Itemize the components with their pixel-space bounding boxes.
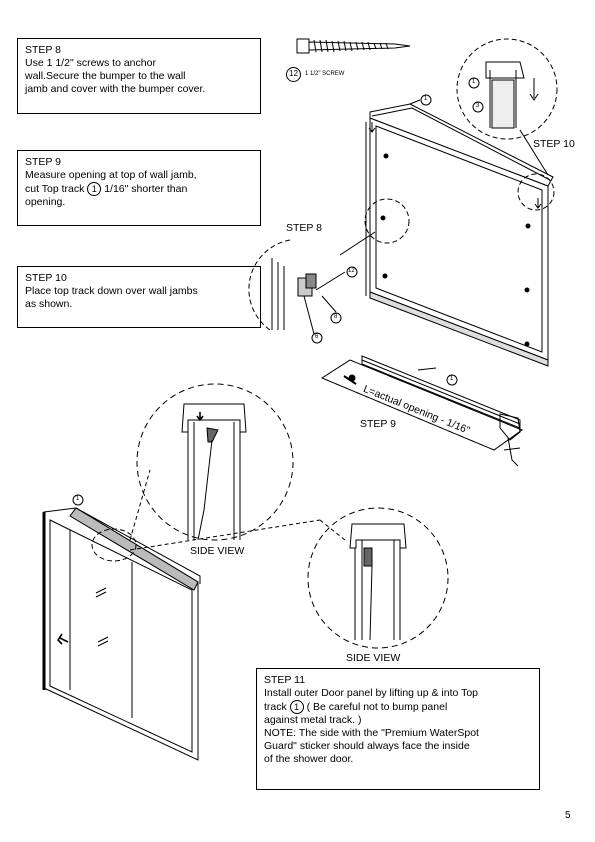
step10-title: STEP 10 (25, 272, 67, 284)
callout-8-step8: 8 (334, 314, 338, 320)
side-view-1-label: SIDE VIEW (190, 545, 245, 557)
callout-1-circle-b: 1 (289, 700, 304, 714)
step11-line-3: against metal track. ) (264, 714, 362, 726)
callout-3-step10: 3 (476, 103, 480, 109)
step11-line-2b: ( Be careful not to bump panel (306, 700, 448, 713)
step8-line-3: jamb and cover with the bumper cover. (25, 83, 206, 95)
step9-diagram-label: STEP 9 (360, 418, 396, 430)
screw-illustration (296, 38, 411, 54)
callout-1-step9: 1 (450, 376, 454, 382)
callout-12-label: 12 (286, 67, 301, 82)
step10-box: STEP 10 Place top track down over wall j… (17, 266, 261, 328)
step9-line-2a: cut Top track (25, 182, 85, 195)
step9-line-3: opening. (25, 196, 66, 208)
door-panel (42, 469, 346, 761)
callout-12-step8: 12 (348, 268, 355, 274)
step9-line-2b: 1/16" shorter than (104, 182, 188, 195)
step9-track (320, 355, 524, 467)
step8-line-1: Use 1 1/2" screws to anchor (25, 57, 156, 69)
side-view-2-label: SIDE VIEW (346, 652, 401, 664)
step8-detail (248, 239, 358, 344)
step11-line-2a: track (264, 700, 287, 713)
callout-12-circle: 12 (286, 67, 301, 82)
callout-1-circle: 1 (87, 182, 102, 196)
step8-title: STEP 8 (25, 44, 61, 56)
step11-line-2: track 1 ( Be careful not to bump panel (264, 700, 532, 714)
step8-line-2: wall.Secure the bumper to the wall (25, 70, 186, 82)
step11-title: STEP 11 (264, 674, 306, 686)
step9-title: STEP 9 (25, 156, 61, 168)
step11-line-4: NOTE: The side with the "Premium WaterSp… (264, 727, 479, 739)
callout-1-step10: 1 (472, 79, 476, 85)
side-view-2 (307, 507, 449, 649)
step11-box: STEP 11 Install outer Door panel by lift… (256, 668, 540, 790)
frame-illustration (339, 38, 558, 367)
callout-6-step8: 6 (315, 334, 319, 340)
screw-size-label: 1 1/2" SCREW (305, 71, 345, 77)
step10-detail (468, 61, 539, 129)
step10-line-1: Place top track down over wall jambs (25, 285, 198, 297)
step9-line-2: cut Top track 1 1/16" shorter than (25, 182, 253, 196)
step9-line-1: Measure opening at top of wall jamb, (25, 169, 197, 181)
page-number: 5 (565, 810, 571, 821)
step9-box: STEP 9 Measure opening at top of wall ja… (17, 150, 261, 226)
step8-box: STEP 8 Use 1 1/2" screws to anchor wall.… (17, 38, 261, 114)
step10-diagram-label: STEP 10 (533, 138, 575, 150)
side-view-1 (136, 383, 294, 541)
callout-1-door: 1 (76, 496, 80, 502)
callout-1-top: 1 (424, 96, 428, 102)
step8-diagram-label: STEP 8 (286, 222, 322, 234)
step10-line-2: as shown. (25, 298, 73, 310)
step11-line-5: Guard" sticker should always face the in… (264, 740, 470, 752)
step11-line-6: of the shower door. (264, 753, 354, 765)
step11-line-1: Install outer Door panel by lifting up &… (264, 687, 479, 699)
